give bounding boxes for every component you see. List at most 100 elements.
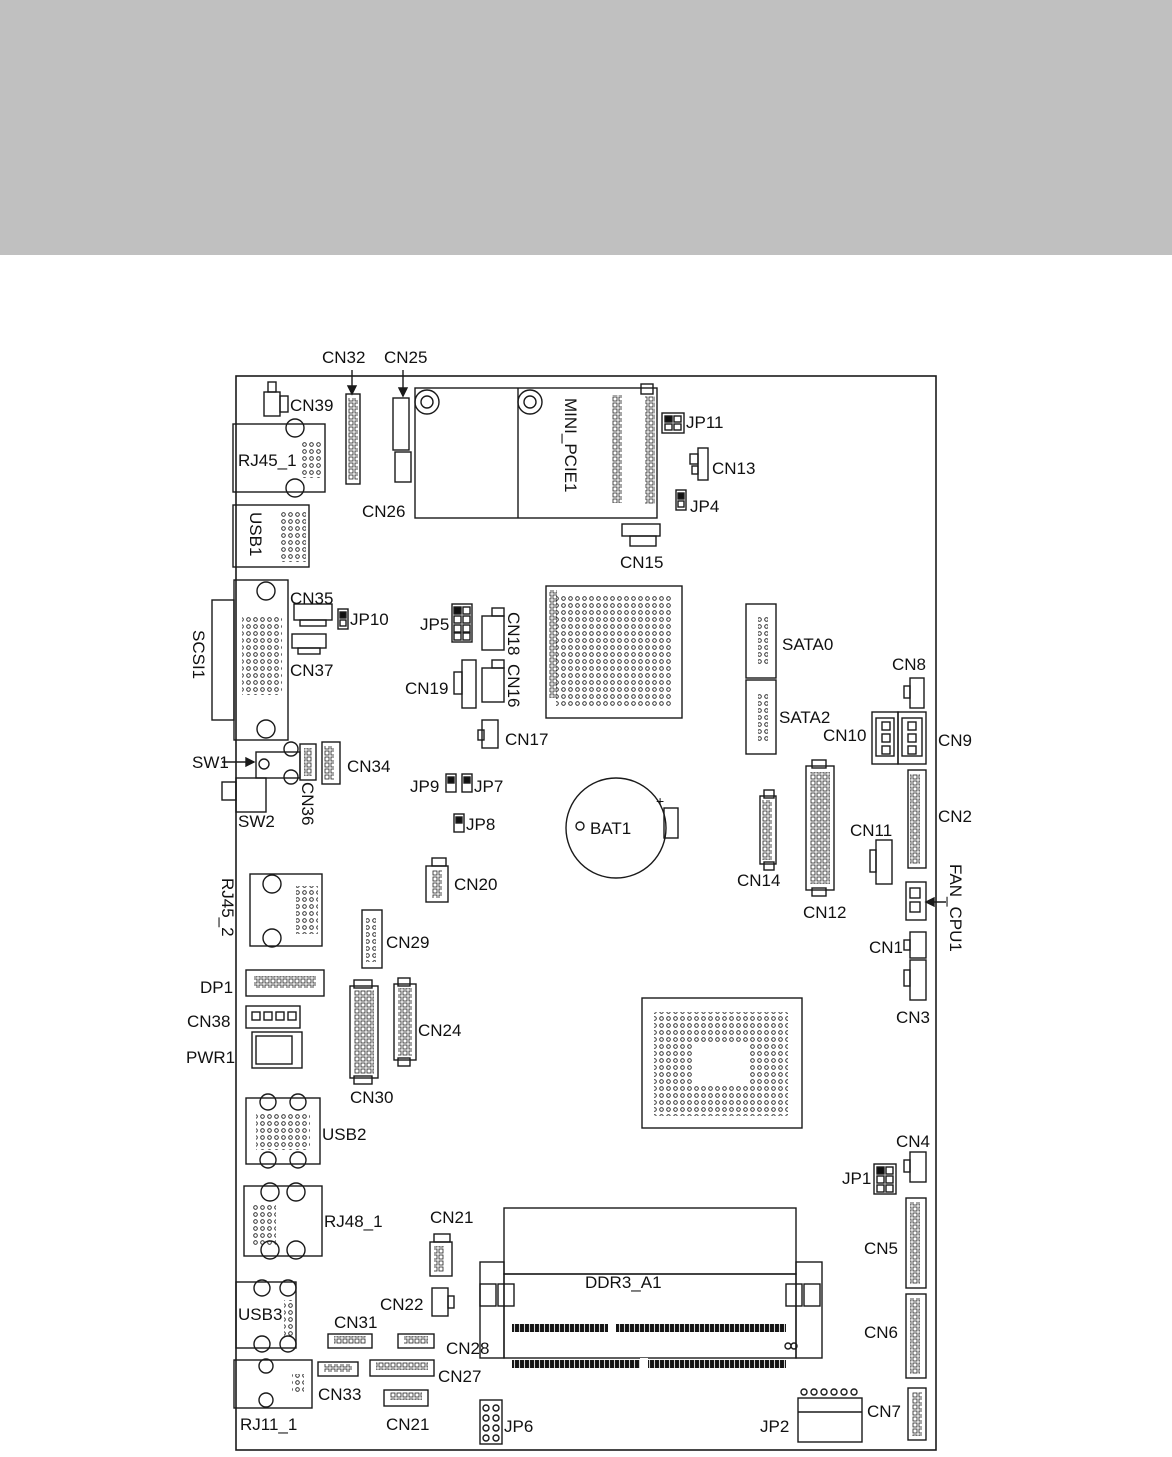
cn10-connector <box>871 711 899 765</box>
label-cn8: CN8 <box>892 655 926 674</box>
cn34-connector <box>321 741 341 785</box>
cn22-connector <box>431 1287 455 1317</box>
cn16-connector <box>481 659 505 703</box>
cn6-connector <box>905 1293 927 1379</box>
label-jp5: JP5 <box>420 615 449 634</box>
cn15-connector <box>621 523 661 547</box>
label-cn33: CN33 <box>318 1385 361 1404</box>
label-usb1: USB1 <box>246 512 265 556</box>
cn29-connector <box>361 909 383 969</box>
label-cn35: CN35 <box>290 589 333 608</box>
cn28-connector <box>397 1333 435 1349</box>
dp1-connector <box>245 969 325 997</box>
cn3-connector <box>903 959 927 1001</box>
cn7-connector <box>907 1387 927 1441</box>
cn33-connector <box>317 1361 359 1377</box>
rj11-1-jack <box>233 1358 313 1409</box>
label-cn32: CN32 <box>322 348 365 367</box>
svg-text:+: + <box>656 793 664 809</box>
label-fan-cpu1: FAN_CPU1 <box>946 864 965 952</box>
cn2-connector <box>907 769 927 869</box>
label-cn18: CN18 <box>504 612 523 655</box>
cn30-connector <box>349 979 379 1085</box>
cn17-connector <box>477 719 499 749</box>
jp7-jumper <box>461 773 473 793</box>
jp10-jumper <box>337 608 349 630</box>
jp8-jumper <box>453 813 465 833</box>
cn19-connector <box>453 659 477 709</box>
cn36-connector <box>299 743 317 781</box>
label-sata2: SATA2 <box>779 708 830 727</box>
label-cn22: CN22 <box>380 1295 423 1314</box>
label-cn21-top: CN21 <box>430 1208 473 1227</box>
label-cn28: CN28 <box>446 1339 489 1358</box>
label-cn27: CN27 <box>438 1367 481 1386</box>
label-cn25: CN25 <box>384 348 427 367</box>
usb1-port <box>232 504 310 568</box>
sw2-switch <box>221 777 267 813</box>
sata2-connector <box>745 679 777 755</box>
label-cn14: CN14 <box>737 871 780 890</box>
label-usb3: USB3 <box>238 1305 282 1324</box>
cn5-connector <box>905 1197 927 1289</box>
label-usb2: USB2 <box>322 1125 366 1144</box>
label-cn19: CN19 <box>405 679 448 698</box>
cn9-connector <box>897 711 927 765</box>
scsi1-connector <box>211 579 289 741</box>
label-cn34: CN34 <box>347 757 390 776</box>
label-dp1: DP1 <box>200 978 233 997</box>
label-cn31: CN31 <box>334 1313 377 1332</box>
label-cn20: CN20 <box>454 875 497 894</box>
label-jp2: JP2 <box>760 1417 789 1436</box>
cn13-connector <box>689 447 709 481</box>
cn1-connector <box>903 931 927 959</box>
label-cn15: CN15 <box>620 553 663 572</box>
cn27-connector <box>369 1359 435 1377</box>
fan-cpu1-connector <box>905 881 946 921</box>
label-jp8: JP8 <box>466 815 495 834</box>
label-cn24: CN24 <box>418 1021 461 1040</box>
bat1-battery: + <box>565 777 679 879</box>
label-jp6: JP6 <box>504 1417 533 1436</box>
jp11-jumper <box>661 412 685 434</box>
label-ddr3-a1: DDR3_A1 <box>585 1273 662 1292</box>
label-cn17: CN17 <box>505 730 548 749</box>
label-rj48-1: RJ48_1 <box>324 1212 383 1231</box>
cn31-connector <box>327 1333 373 1349</box>
label-cn38: CN38 <box>187 1012 230 1031</box>
cn37-connector <box>291 633 327 655</box>
cn8-connector <box>903 677 925 709</box>
jp9-jumper <box>445 773 457 793</box>
cn12-connector <box>805 759 835 897</box>
label-cn39: CN39 <box>290 396 333 415</box>
sata0-connector <box>745 603 777 679</box>
pwr1-connector <box>251 1031 303 1069</box>
cn4-connector <box>903 1151 927 1183</box>
cn38-connector <box>245 1005 301 1029</box>
label-cn10: CN10 <box>823 726 866 745</box>
header-band <box>0 0 1172 255</box>
label-cn26: CN26 <box>362 502 405 521</box>
label-cn5: CN5 <box>864 1239 898 1258</box>
label-jp1: JP1 <box>842 1169 871 1188</box>
label-cn2: CN2 <box>938 807 972 826</box>
label-sw1: SW1 <box>192 753 229 772</box>
cn21-bottom-connector <box>383 1389 429 1407</box>
label-cn36: CN36 <box>298 782 317 825</box>
label-cn16: CN16 <box>504 664 523 707</box>
cn25-connector <box>392 370 412 483</box>
board-outline <box>235 375 937 1451</box>
jp4-jumper <box>675 489 687 511</box>
label-jp10: JP10 <box>350 610 389 629</box>
rj45-2-jack <box>249 873 323 948</box>
label-bat1: BAT1 <box>590 819 631 838</box>
cn39-connector <box>263 381 289 417</box>
label-sw2: SW2 <box>238 812 275 831</box>
label-cn7: CN7 <box>867 1402 901 1421</box>
label-rj45-2: RJ45_2 <box>218 878 237 937</box>
label-sata0: SATA0 <box>782 635 833 654</box>
label-cn9: CN9 <box>938 731 972 750</box>
label-cn11: CN11 <box>850 821 892 840</box>
label-cn21-bottom: CN21 <box>386 1415 429 1434</box>
